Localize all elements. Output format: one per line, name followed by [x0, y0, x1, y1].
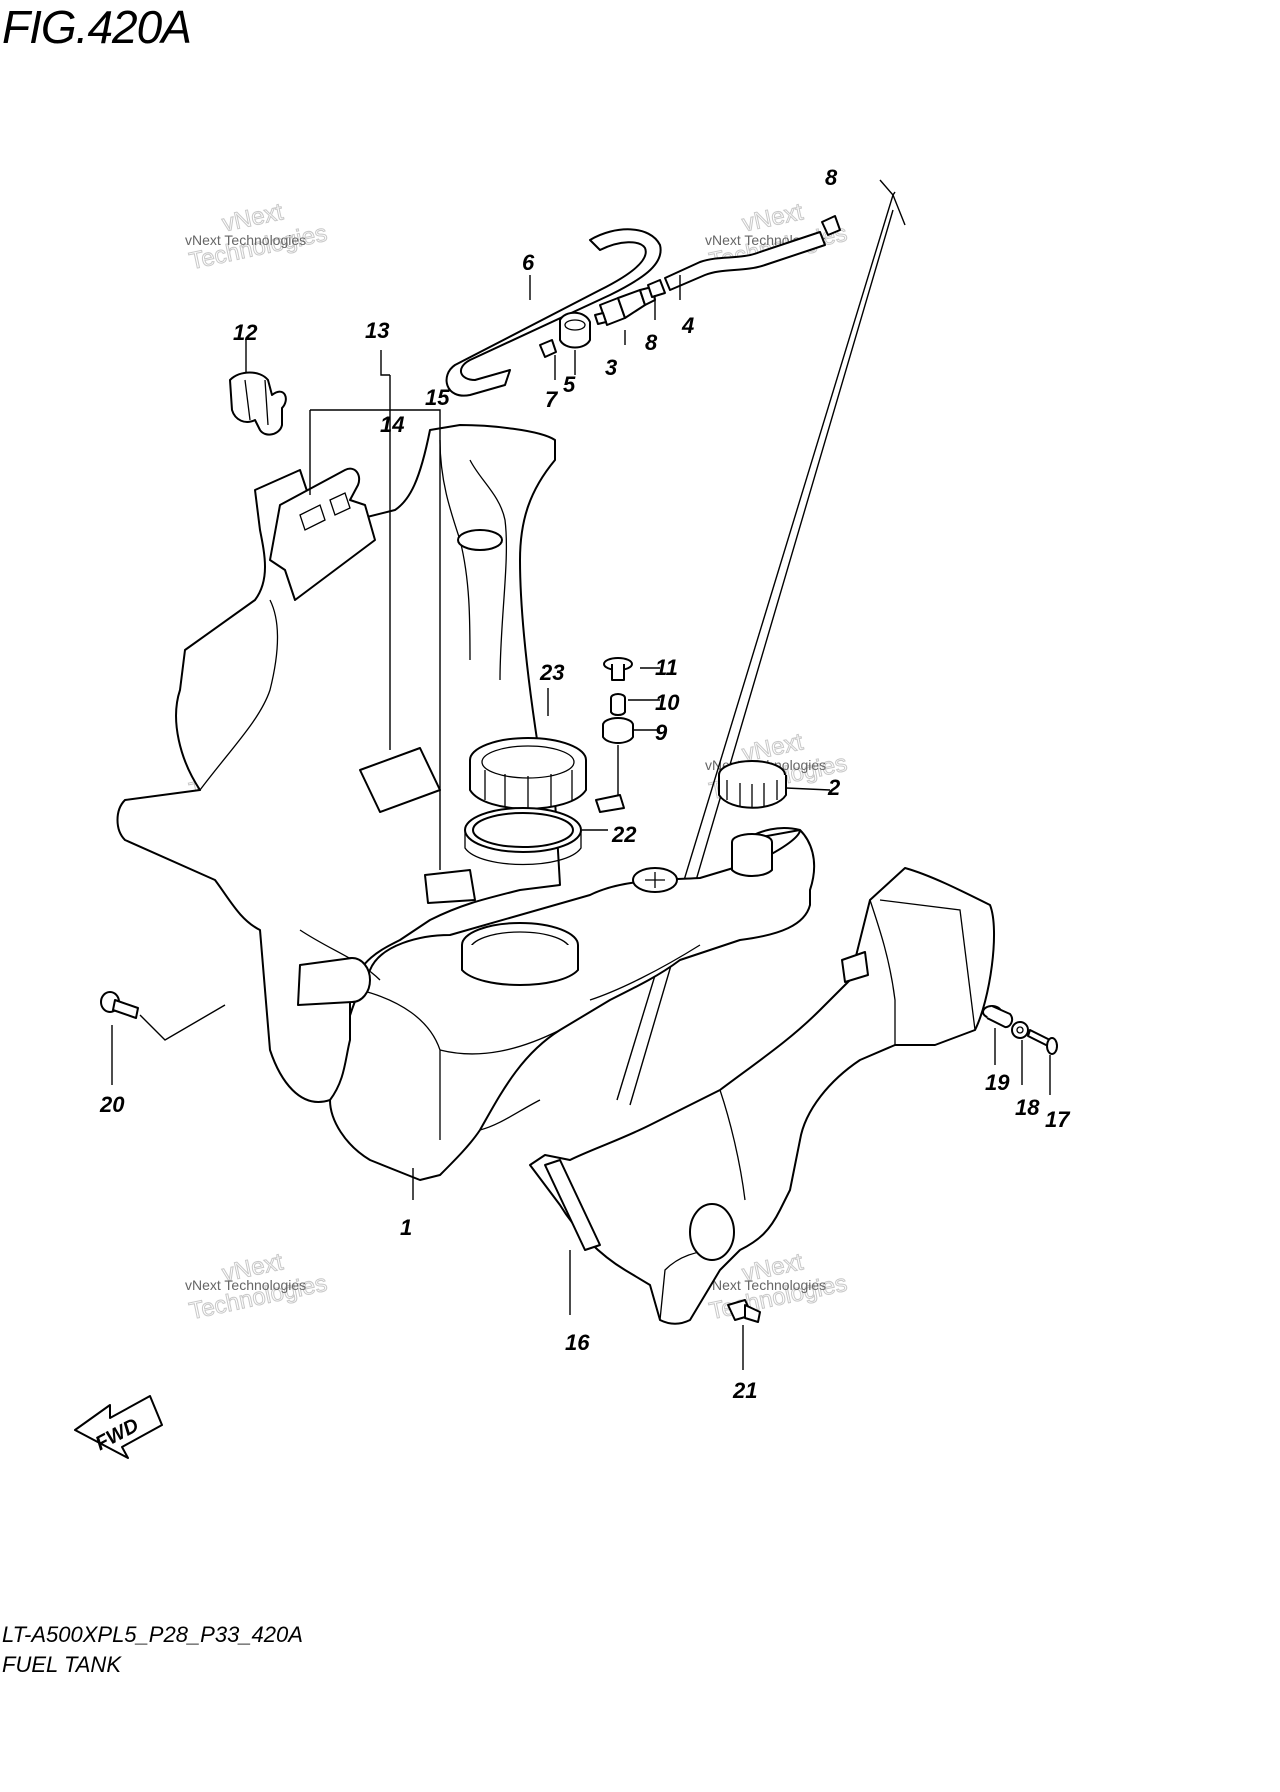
part-18-washer	[1011, 1021, 1029, 1039]
callout-5: 5	[563, 372, 576, 397]
part-16-right-shroud	[529, 867, 995, 1325]
callout-7: 7	[545, 387, 559, 412]
part-22-gasket	[464, 807, 582, 866]
callout-16: 16	[565, 1330, 590, 1355]
callout-9: 9	[655, 720, 668, 745]
callout-19: 19	[985, 1070, 1010, 1095]
bracket-13-leaders	[309, 350, 441, 870]
part-2-fuel-cap	[718, 760, 787, 809]
part-5-clamp	[559, 311, 591, 349]
fwd-arrow-icon: FWD	[74, 1395, 163, 1459]
pad-15	[424, 869, 476, 904]
callouts: 1 2 3 4 5 6 7 8 8 9 10 11 12 13 14 15 16…	[99, 165, 1071, 1403]
left-shroud	[116, 424, 561, 1103]
callout-10: 10	[655, 690, 680, 715]
callout-18: 18	[1015, 1095, 1040, 1120]
part-4-hose	[664, 231, 826, 291]
callout-8-top: 8	[825, 165, 838, 190]
callout-12: 12	[233, 320, 258, 345]
part-21-fastener	[727, 1299, 761, 1323]
figure-code: LT-A500XPL5_P28_P33_420A	[2, 1622, 303, 1647]
watermark-text: vNext Technologies	[705, 1277, 826, 1293]
part-11-bolt	[603, 657, 633, 681]
figure-name: FUEL TANK	[2, 1652, 121, 1677]
callout-3: 3	[605, 355, 617, 380]
figure-title: FIG.420A	[2, 1, 192, 53]
part-3-valve	[594, 286, 656, 326]
callout-17: 17	[1045, 1107, 1071, 1132]
watermark-text: vNext Technologies	[185, 1277, 306, 1293]
part-17-bolt	[1027, 1029, 1058, 1055]
callout-22: 22	[611, 822, 637, 847]
callout-6: 6	[522, 250, 535, 275]
part-23-lock-ring	[469, 737, 587, 810]
callout-15: 15	[425, 385, 450, 410]
callout-1: 1	[400, 1215, 412, 1240]
callout-4: 4	[681, 313, 694, 338]
part-6-hose	[445, 228, 662, 397]
shroud-tab	[269, 467, 376, 601]
callout-8-mid: 8	[645, 330, 658, 355]
callout-23: 23	[539, 660, 564, 685]
fuel-tank	[329, 827, 816, 1181]
part-10-collar	[610, 693, 626, 716]
part-8-clamp-top	[821, 215, 841, 236]
callout-14: 14	[380, 412, 404, 437]
part-8-clamp-mid	[647, 279, 666, 298]
callout-2: 2	[827, 775, 841, 800]
callout-13: 13	[365, 318, 389, 343]
part-12-clip	[229, 371, 287, 436]
part-7-clamp	[539, 339, 557, 358]
callout-21: 21	[732, 1378, 757, 1403]
callout-20: 20	[99, 1092, 125, 1117]
callout-11: 11	[655, 655, 678, 680]
part-19-collar	[982, 1005, 1014, 1029]
part-9-cushion	[602, 717, 634, 744]
part-20-bolt	[100, 991, 139, 1019]
watermark-text: vNext Technologies	[185, 232, 306, 248]
